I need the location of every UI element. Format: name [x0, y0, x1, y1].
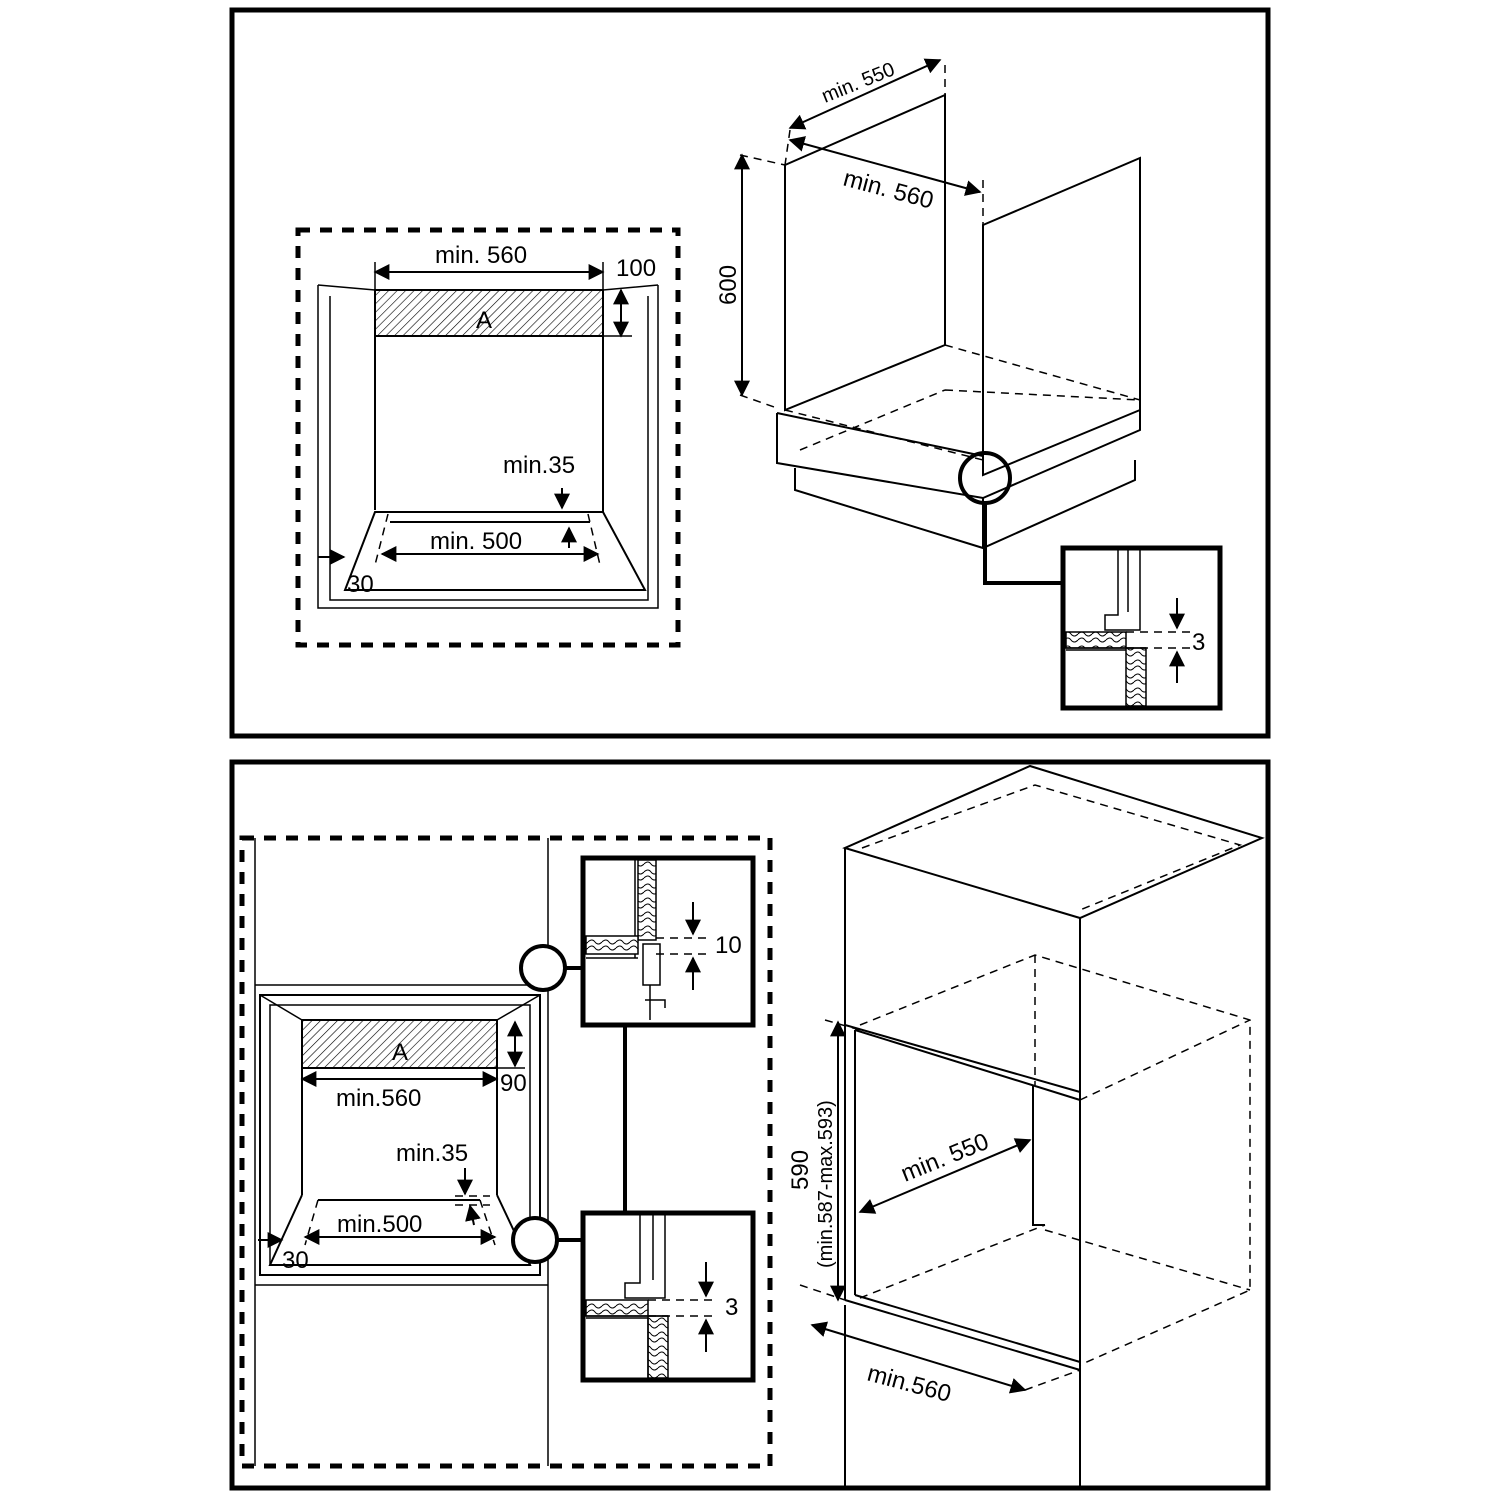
top-detail-gap-label: 3 — [1192, 629, 1205, 656]
bottom-iso-niche-left — [844, 1025, 856, 1300]
bottom-side-label: 30 — [282, 1247, 309, 1274]
bottom-gap-label: 90 — [500, 1070, 527, 1097]
bottom-detail-top: 10 — [580, 855, 756, 1028]
top-iso-cabinet: 600 min. 550 min. 560 — [715, 58, 1141, 585]
top-front-floor — [343, 511, 647, 591]
bottom-iso-height-label: 590 — [787, 1150, 814, 1190]
bottom-detail-top-gap-label: 10 — [715, 932, 742, 959]
top-detail-wood-post — [1125, 647, 1147, 707]
bottom-detail-bottom-gap-label: 3 — [725, 1294, 738, 1321]
bottom-iso-height-range-label: (min.587-max.593) — [815, 1100, 837, 1268]
bottom-iso-height-ext — [799, 1019, 861, 1301]
bottom-iso-niche-back — [1032, 1085, 1045, 1226]
top-detail-callout-circle — [958, 451, 1012, 505]
bottom-column-sides — [254, 838, 549, 1466]
bottom-callout-circle-bottom — [511, 1216, 559, 1264]
top-iso-hidden-lines — [784, 344, 1141, 461]
top-iso-depth-label: min. 550 — [819, 58, 898, 107]
bottom-detail-top-wood-strip — [585, 935, 639, 955]
bottom-column-shelves — [255, 984, 548, 1286]
bottom-niche-sides — [301, 1068, 498, 1195]
top-front-corner-lines — [317, 284, 659, 291]
bottom-iso-width-dim — [810, 1321, 1027, 1394]
bottom-detail-bottom: 3 — [580, 1210, 756, 1383]
bottom-detail-bottom-wood-strip — [585, 1299, 649, 1317]
bottom-iso-hidden-box — [859, 954, 1251, 1366]
bottom-iso-width-label: min.560 — [864, 1360, 953, 1408]
top-iso-left-panel — [784, 93, 946, 412]
bottom-zone-a-label: A — [392, 1039, 408, 1066]
top-panel: min. 560 100 A min.35 min. 500 30 600 mi… — [229, 7, 1271, 739]
top-iso-width-label: min. 560 — [840, 165, 936, 215]
top-front-inner-frame — [329, 296, 649, 601]
top-iso-right-panel — [982, 156, 1141, 477]
bottom-front-dashed-outline — [239, 835, 773, 1469]
top-width-ext — [374, 262, 604, 290]
bottom-iso-top-face — [842, 764, 1265, 920]
bottom-iso-cabinet: 590 (min.587-max.593) min. 550 min.560 — [787, 764, 1265, 1486]
bottom-detail-top-hinge — [642, 943, 666, 1020]
bottom-panel: A 90 min.560 min.35 min.500 30 10 — [229, 759, 1271, 1491]
bottom-detail-top-wood-post — [637, 859, 657, 941]
bottom-iso-upper-front — [844, 848, 1081, 1094]
bottom-zone-a — [301, 1019, 498, 1069]
top-width-label: min. 560 — [435, 242, 527, 269]
top-detail-inset: 3 — [1060, 545, 1223, 711]
top-iso-base — [794, 460, 1136, 550]
top-zone-a-label: A — [476, 307, 492, 334]
top-detail-leader — [983, 503, 1063, 585]
bottom-callout-circle-top — [519, 944, 567, 992]
top-iso-height-label: 600 — [715, 265, 742, 305]
bottom-iso-width-ext — [1024, 1369, 1081, 1391]
bottom-detail-bottom-panel — [624, 1215, 666, 1299]
top-front-view: min. 560 100 A min.35 min. 500 30 — [295, 227, 681, 648]
top-front-outer-frame — [317, 285, 659, 609]
top-detail-panel — [1104, 550, 1141, 631]
top-gap-label: 100 — [616, 255, 656, 282]
top-iso-plinth — [776, 410, 1141, 500]
bottom-detail-leaders — [557, 966, 627, 1242]
top-iso-width-dim — [788, 136, 982, 196]
top-zone-a — [374, 289, 604, 337]
bottom-front-view: A 90 min.560 min.35 min.500 30 — [239, 835, 773, 1469]
bottom-iso-depth-label: min. 550 — [897, 1128, 992, 1188]
bottom-width-label: min.560 — [336, 1085, 421, 1112]
bottom-vent-label: min.35 — [396, 1140, 468, 1167]
top-iso-depth-dim — [788, 58, 942, 130]
bottom-vent-arrow-up — [465, 1204, 481, 1226]
top-detail-wood-strip — [1065, 631, 1127, 649]
bottom-vent-dash — [304, 1199, 496, 1246]
top-vent-label: min.35 — [503, 452, 575, 479]
top-iso-ext-lines — [739, 65, 946, 409]
bottom-niche-corners — [259, 994, 541, 1021]
top-side-label: 30 — [347, 571, 374, 598]
bottom-detail-bottom-wood-post — [647, 1315, 669, 1379]
bottom-niche-outer — [259, 994, 541, 1276]
bottom-iso-top-inner — [861, 784, 1243, 911]
bottom-panel-frame — [229, 759, 1271, 1491]
top-bottom-label: min. 500 — [430, 528, 522, 555]
bottom-iso-depth-dim — [858, 1138, 1032, 1214]
bottom-bottom-label: min.500 — [337, 1211, 422, 1238]
top-panel-frame — [229, 7, 1271, 739]
top-front-sides — [374, 336, 604, 512]
